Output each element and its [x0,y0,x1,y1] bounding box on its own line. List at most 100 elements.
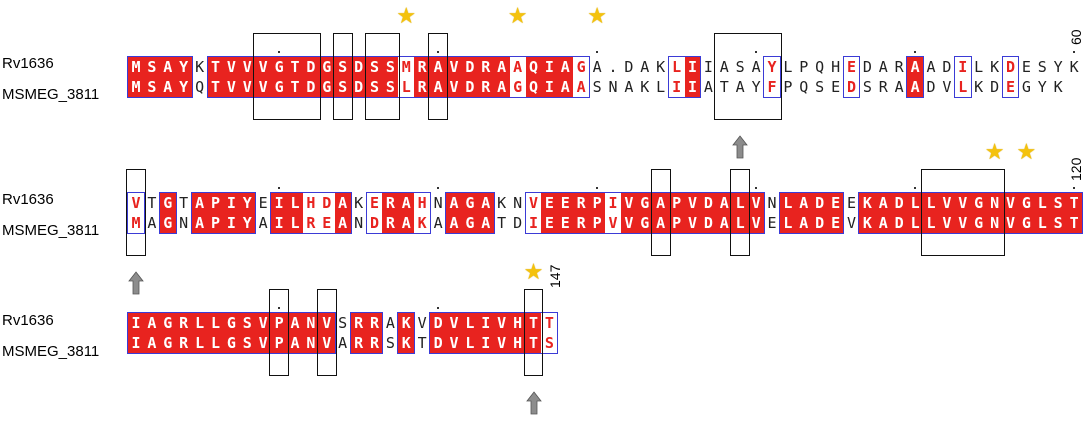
residue: S [382,77,399,97]
residue: P [207,193,224,213]
residue: K [656,58,666,76]
star-icon: ★ [396,3,417,28]
residue: V [942,78,952,96]
ruler-dot [278,51,281,53]
residue: L [1034,213,1051,233]
residue: L [207,333,224,353]
residue: A [287,333,303,353]
residue: N [986,213,1003,233]
similarity-block [158,192,177,234]
residue: L [398,77,415,97]
residue: V [684,213,701,233]
sequence-name: MSMEG_3811 [2,222,100,239]
residue: A [624,78,634,96]
residue: D [811,193,828,213]
residue: G [1018,213,1035,233]
residue: V [255,333,272,353]
residue: F [764,77,780,97]
residue: R [350,333,367,353]
residue: V [446,333,462,353]
residue: A [716,193,733,213]
residue: A [875,193,892,213]
residue: E [767,214,777,232]
highlight-box [126,169,146,256]
residue: N [354,214,364,232]
similarity-block [1001,56,1020,98]
residue: R [175,313,192,333]
residue: E [541,193,558,213]
residue: S [862,78,872,96]
residue: V [938,213,955,233]
residue: G [223,333,240,353]
similarity-block [127,312,336,354]
residue: M [128,77,144,97]
residue: G [573,57,590,77]
residue: A [926,58,936,76]
up-arrow-icon [525,391,542,415]
ruler-dot [1073,187,1076,189]
residue: R [366,313,383,333]
residue: G [461,193,478,213]
residue: Y [239,193,256,213]
residue: S [735,58,745,76]
residue: G [509,77,526,97]
residue: A [287,313,303,333]
residue: T [719,78,729,96]
residue: V [684,193,701,213]
residue: P [799,58,809,76]
residue: D [891,193,908,213]
residue: R [175,333,192,353]
residue: A [446,213,462,233]
residue: K [354,194,364,212]
residue: T [147,194,157,212]
residue: G [159,313,176,333]
residue: L [923,193,939,213]
residue: A [795,193,812,213]
residue: S [143,77,160,97]
residue: L [732,193,749,213]
residue: S [239,333,256,353]
residue: D [891,213,908,233]
residue: L [779,213,796,233]
star-icon: ★ [507,3,528,28]
residue: T [207,57,224,77]
ruler-dot [755,187,758,189]
residue: L [1034,193,1051,213]
residue: T [287,57,303,77]
sequence-name: Rv1636 [2,191,54,208]
residue: R [894,58,904,76]
residue: T [541,313,558,333]
residue: E [366,193,383,213]
residue: K [859,193,876,213]
residue: R [302,213,319,233]
residue: I [271,193,288,213]
residue: V [223,77,240,97]
similarity-block [445,192,495,234]
residue: G [159,333,176,353]
residue: S [385,334,395,352]
residue: I [684,77,701,97]
residue: R [477,57,494,77]
residue: T [287,77,303,97]
residue: I [541,77,558,97]
residue: D [811,213,828,233]
similarity-block [270,192,352,234]
residue: V [446,57,462,77]
residue: Y [764,57,780,77]
residue: N [302,313,319,333]
residue: T [1066,213,1083,233]
residue: V [954,193,971,213]
sequence-name: MSMEG_3811 [2,343,100,360]
residue: A [795,213,812,233]
residue: S [1050,193,1067,213]
highlight-box [364,33,401,120]
residue: D [926,78,936,96]
residue: T [497,214,507,232]
residue: V [493,333,510,353]
residue: D [942,58,952,76]
residue: I [954,57,971,77]
residue: S [1037,58,1047,76]
residue: D [350,77,367,97]
residue: R [573,213,590,233]
residue: T [1066,193,1083,213]
